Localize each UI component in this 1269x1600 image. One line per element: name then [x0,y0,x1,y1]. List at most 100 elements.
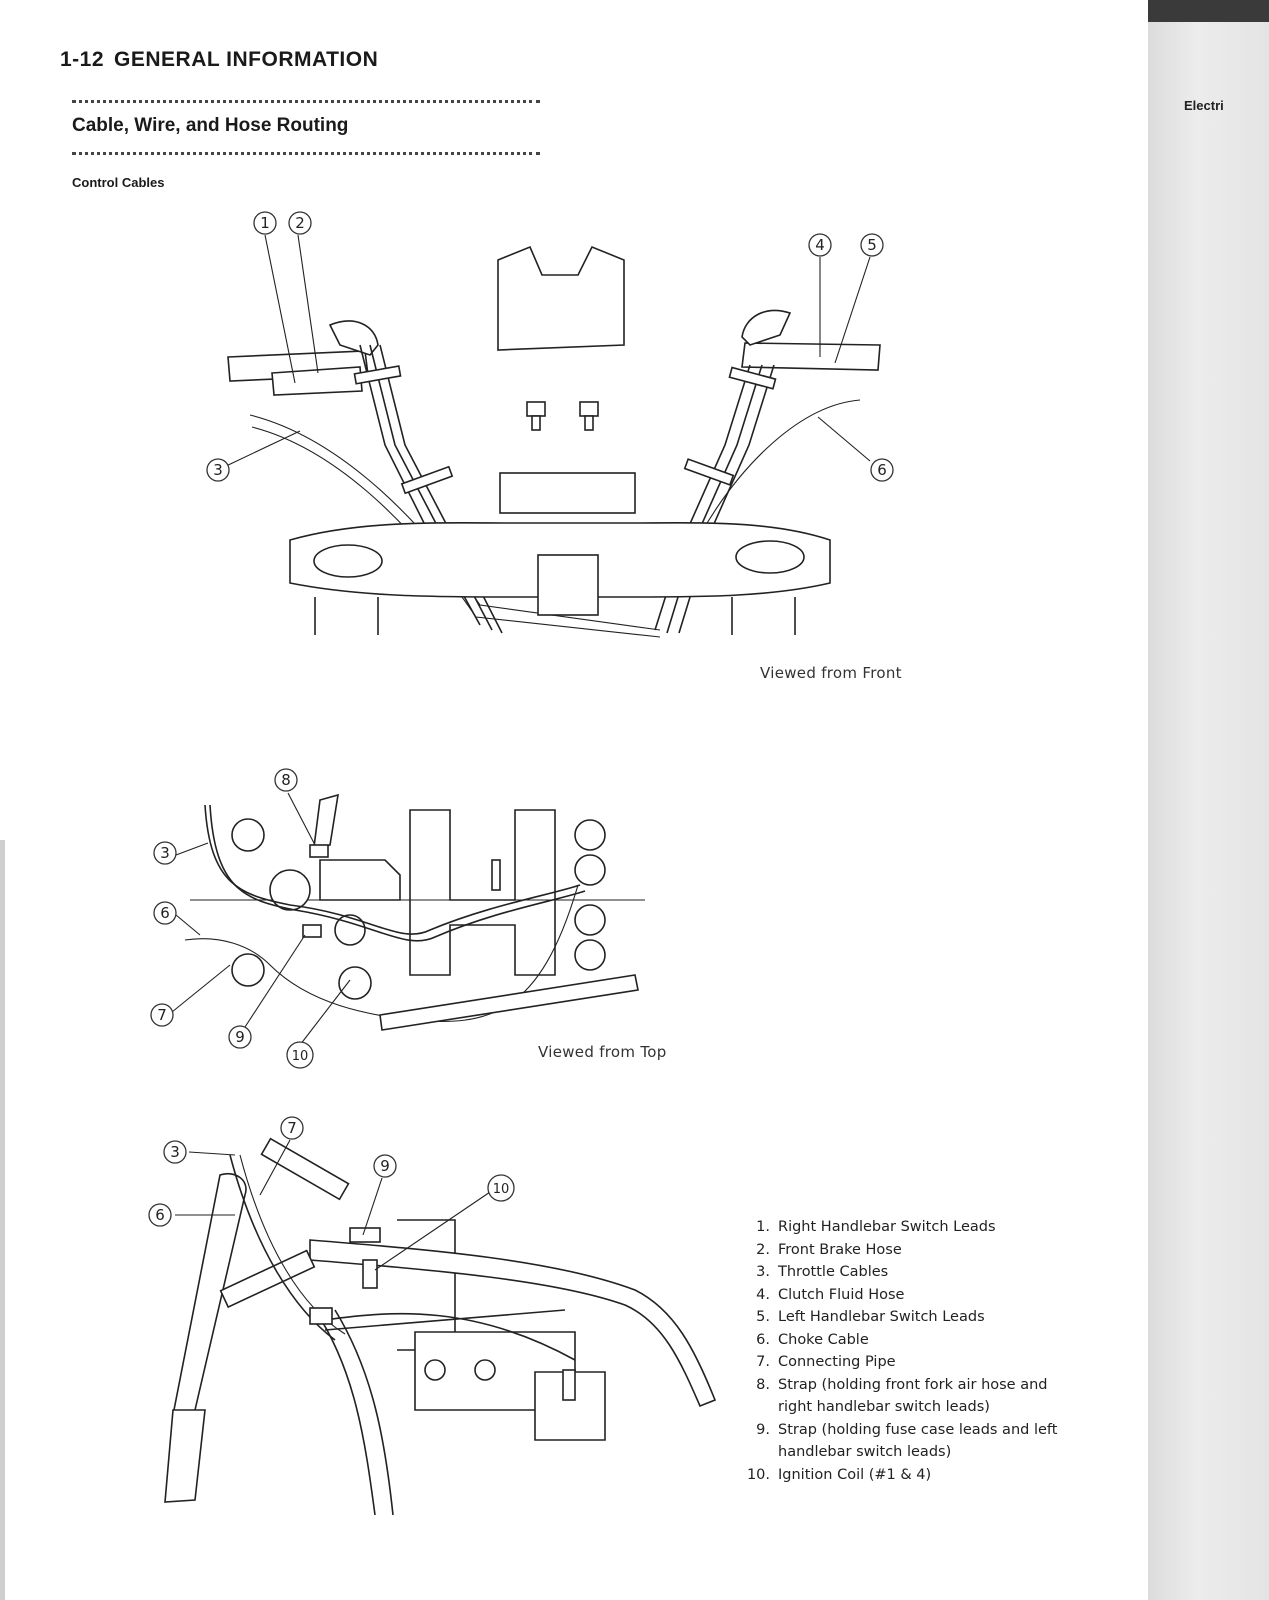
svg-text:8: 8 [281,771,291,789]
down-tube-a [314,1309,376,1516]
coil-block [534,1371,606,1441]
dotted-rule-bottom [72,152,540,155]
right-circle-a [574,819,606,851]
svg-text:3: 3 [213,461,223,479]
adjacent-page-edge: Electri [1148,0,1269,1600]
legend-item: 3.Throttle Cables [756,1264,889,1280]
top-callout-9: 9 [228,1025,252,1049]
svg-text:10: 10 [292,1049,309,1064]
top-leader-8 [287,792,316,846]
steering-head-clamp [260,1137,350,1201]
top-callout-6: 6 [153,901,177,925]
parts-legend: 1.Right Handlebar Switch Leads 2.Front B… [736,1216,1078,1486]
down-tube-b [334,1309,394,1516]
side-callout-9: 9 [373,1154,397,1178]
strap-9 [302,924,322,938]
top-callout-7: 7 [150,1003,174,1027]
side-strap-10 [362,1259,378,1289]
steering-stem-nut [537,554,599,616]
callout-5: 5 [860,233,884,257]
left-mirror-mount [741,309,792,346]
top-callout-10: 10 [286,1041,314,1069]
svg-text:7: 7 [287,1119,297,1137]
handlebar-cover [497,245,625,351]
page-heading: 1-12 GENERAL INFORMATION [60,48,378,72]
fork-air-hose [313,793,339,848]
frame-h-outline [409,809,556,976]
right-circle-d [574,939,606,971]
svg-text:9: 9 [380,1157,390,1175]
left-circle-a [231,818,265,852]
callout-3: 3 [206,458,230,482]
legend-item: 1.Right Handlebar Switch Leads [756,1219,996,1235]
svg-text:6: 6 [877,461,887,479]
svg-text:6: 6 [155,1206,165,1224]
legend-item: 7.Connecting Pipe [756,1354,896,1370]
strap-right-lower [400,465,454,495]
legend-item: 9.Strap (holding fuse case leads and lef… [756,1421,1058,1461]
svg-text:2: 2 [295,214,305,232]
fuse-case [319,859,401,901]
front-fork-lower [164,1409,206,1503]
engine-boss-a [424,1359,446,1381]
top-leader-9 [244,934,306,1028]
mid-circle-b [334,914,366,946]
legend-item: 4.Clutch Fluid Hose [756,1286,905,1303]
section-title: Cable, Wire, and Hose Routing [72,115,349,136]
fork-cap-right [313,544,383,578]
right-mirror-mount [328,320,379,356]
left-grip [741,342,881,371]
strap-8 [309,844,329,858]
strap-mid [491,859,501,891]
side-throttle-cables [229,1154,336,1341]
legend-item: 2.Front Brake Hose [756,1241,902,1258]
chapter-title: GENERAL INFORMATION [114,48,379,71]
leader-6 [817,416,871,462]
callout-2: 2 [288,211,312,235]
strap-left-upper [728,366,777,390]
top-leader-7 [171,964,231,1013]
left-circle-b [231,953,265,987]
subsection-title: Control Cables [72,175,165,190]
strap-right-upper [353,365,402,385]
frame-backbone [309,1239,717,1408]
bolt-left [526,401,546,431]
top-callout-8: 8 [274,768,298,792]
side-leader-7 [259,1139,291,1196]
side-callout-3: 3 [163,1140,187,1164]
page-number: 1-12 [60,48,105,71]
top-leader-10 [299,979,351,1046]
choke-cable [699,399,861,536]
frame-rail [324,1309,566,1331]
legend-item: 5.Left Handlebar Switch Leads [756,1309,985,1325]
side-leader-9 [362,1177,383,1236]
side-callout-10: 10 [487,1174,515,1202]
top-leader-3 [175,842,209,856]
svg-text:3: 3 [170,1143,180,1161]
right-circle-b [574,854,606,886]
right-switch-housing [271,366,363,396]
top-leader-6 [175,914,201,936]
side-leader-3 [188,1151,236,1156]
bolt-right [579,401,599,431]
lower-fork-clamp [219,1249,316,1309]
adjacent-page-bar [1148,0,1269,22]
leader-3 [223,430,301,468]
battery-box-outline [397,1219,456,1351]
mid-circle-a [269,869,311,911]
cable-route-b [209,804,586,942]
legend-item: 6.Choke Cable [756,1331,869,1348]
side-view-diagram: 3 6 7 9 10 [148,1116,717,1516]
side-callout-6: 6 [148,1203,172,1227]
svg-text:6: 6 [160,904,170,922]
callout-6: 6 [870,458,894,482]
side-harness [324,1312,576,1361]
dotted-rule-top [72,100,540,103]
svg-text:5: 5 [867,236,877,254]
front-view-caption: Viewed from Front [760,664,902,682]
connecting-pipe [379,974,639,1031]
adjacent-page-label: Electri [1184,98,1224,113]
top-view-diagram: 3 6 7 8 9 10 [150,768,645,1069]
side-leader-10 [374,1189,494,1271]
callout-1: 1 [253,211,277,235]
